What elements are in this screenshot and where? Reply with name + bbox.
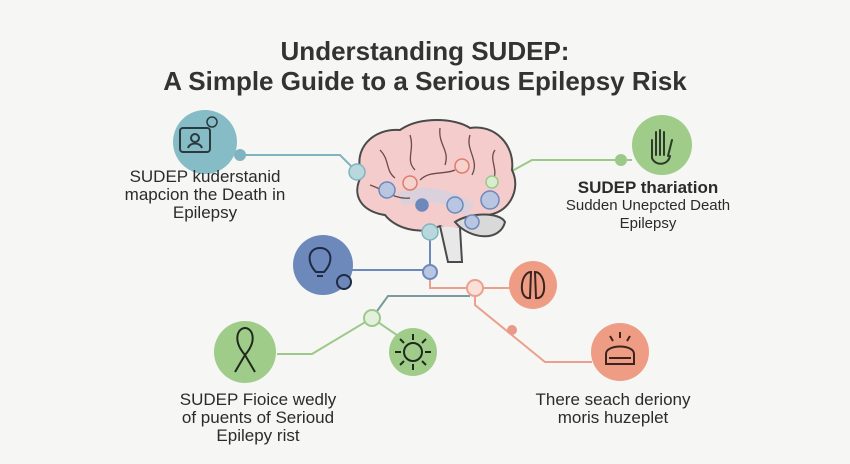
label-line: SUDEP Fioice wedly [179,390,337,409]
node-label-top-left: SUDEP kuderstanid mapcion the Death in E… [105,168,305,222]
label-line: mapcion the Death in [124,185,286,204]
label-line: There seach deriony [535,390,691,409]
label-line: SUDEP thariation [577,178,719,197]
junction-dot [363,309,381,327]
label-line: of puents of Serioud [181,408,335,427]
page-subtitle: A Simple Guide to a Serious Epilepsy Ris… [163,66,687,96]
junction-dot [422,264,438,280]
label-line: Epilepsy [619,215,677,232]
connector-green-bottom [277,316,411,355]
lungs-icon [509,261,557,309]
junction-dot [466,279,484,297]
label-line: Sudden Unepcted Death [565,197,731,214]
sunrise-bed-icon [591,323,649,381]
label-line: Epilepsy [172,203,238,222]
brain-illustration [348,119,517,263]
ribbon-icon [214,321,276,383]
connector-blue [352,232,431,271]
node-label-bottom-right: There seach deriony moris huzeplet [513,391,713,427]
junction-dot [234,149,246,161]
label-line: moris huzeplet [557,408,669,427]
junction-dot [507,325,517,335]
page-title: Understanding SUDEP: [280,36,570,66]
connector-slate [371,295,470,319]
id-card-icon [173,110,237,174]
node-label-top-right: SUDEP thariation Sudden Unepcted Death E… [548,179,748,233]
node-label-bottom-left: SUDEP Fioice wedly of puents of Serioud … [158,391,358,445]
raised-hand-icon [632,115,692,175]
lightbulb-icon [293,235,353,295]
label-line: SUDEP kuderstanid [129,167,281,186]
label-line: Epilepy rist [216,426,300,445]
junction-dot [615,154,627,166]
sun-icon [389,328,437,376]
